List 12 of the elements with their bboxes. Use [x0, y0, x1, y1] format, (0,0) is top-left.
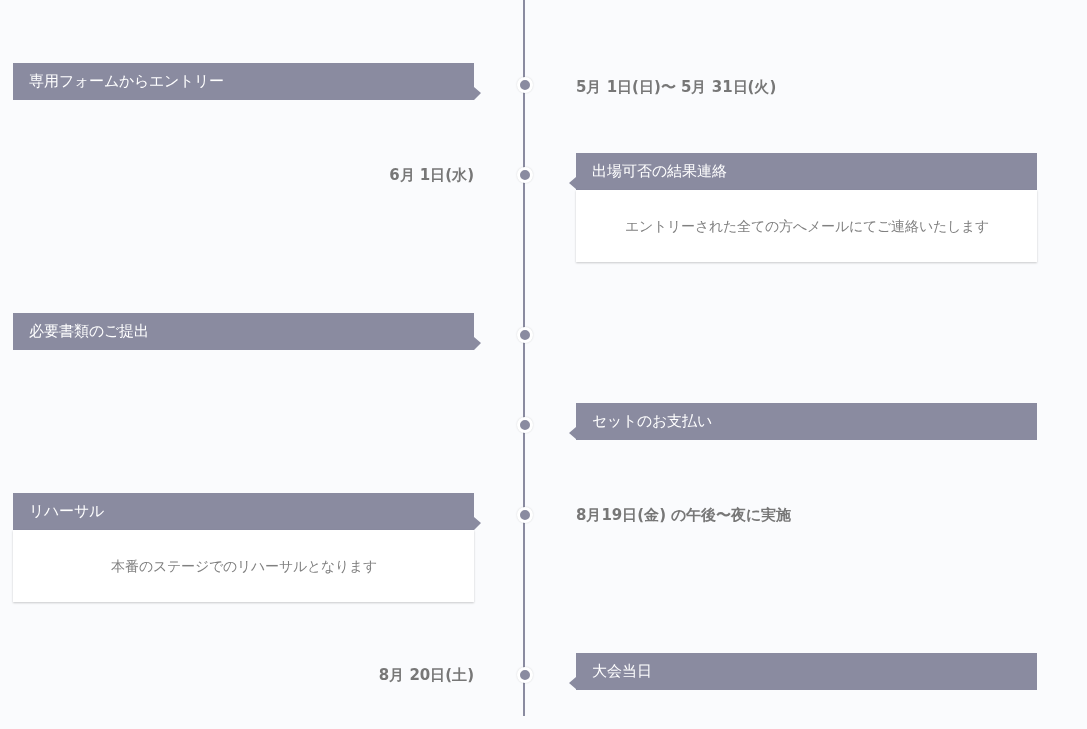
step-banner: リハーサル [13, 493, 481, 530]
step-banner: セットのお支払い [569, 403, 1037, 440]
date-label: 8月19日(金) の午後〜夜に実施 [576, 505, 792, 526]
step-banner: 必要書類のご提出 [13, 313, 481, 350]
date-label: 5月 1日(日)〜 5月 31日(火) [576, 77, 777, 98]
date-label: 8月 20日(土) [378, 665, 474, 686]
step-banner: 大会当日 [569, 653, 1037, 690]
step-banner: 出場可否の結果連絡 [569, 153, 1037, 190]
description-card: エントリーされた全ての方へメールにてご連絡いたします [576, 190, 1037, 262]
date-label: 6月 1日(水) [389, 165, 474, 186]
description-card: 本番のステージでのリハーサルとなります [13, 530, 474, 602]
step-banner: 専用フォームからエントリー [13, 63, 481, 100]
